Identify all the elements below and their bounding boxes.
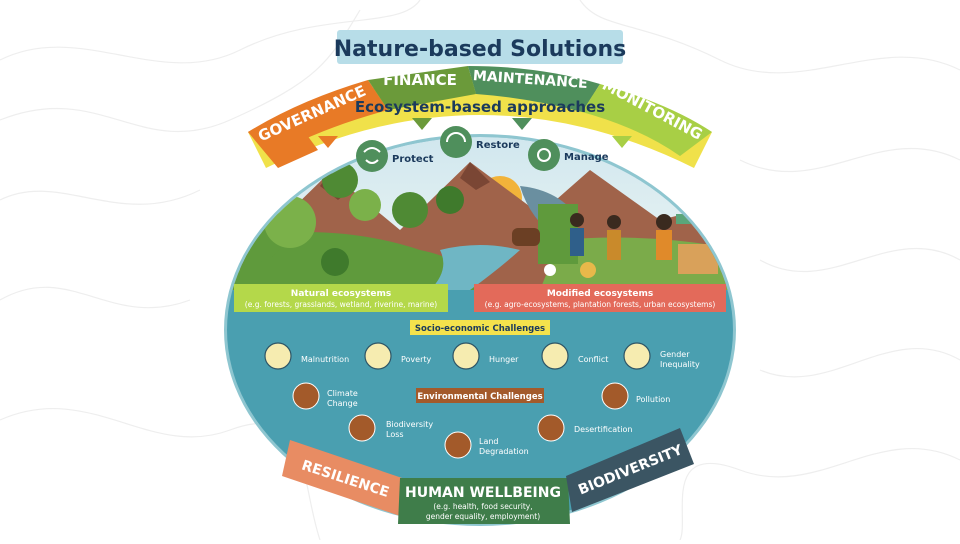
socio-economic-challenges-box (410, 320, 550, 335)
main-title: Nature-based Solutions (334, 37, 626, 62)
farmer (570, 228, 584, 256)
human-wellbeing-detail-1: (e.g. health, food security, (433, 502, 532, 511)
farmer (607, 215, 621, 229)
environmental-challenges-box (416, 388, 544, 403)
monitoring-band (582, 84, 712, 156)
produce (580, 262, 596, 278)
protect-icon (356, 140, 388, 172)
tree (349, 189, 381, 221)
land-degradation-icon (444, 431, 472, 459)
river (430, 245, 520, 290)
title-box (337, 30, 623, 64)
desertification-icon (537, 414, 565, 442)
gender-inequality-label-1: Gender (660, 350, 690, 359)
maintenance-band (468, 66, 600, 112)
shrub (321, 248, 349, 276)
manage-icon (528, 139, 560, 171)
natural-ecosystems-box (234, 284, 448, 312)
malnutrition-label: Malnutrition (301, 355, 349, 364)
biodiversity-loss-icon (348, 414, 376, 442)
hunger-label: Hunger (489, 355, 519, 364)
farmer (607, 230, 621, 260)
maintenance-label: MAINTENANCE (472, 68, 588, 92)
ecosystem-approaches-label: Ecosystem-based approaches (355, 98, 605, 116)
desertification-label: Desertification (574, 425, 632, 434)
governance-pointer (318, 136, 338, 148)
conflict-label: Conflict (578, 355, 608, 364)
farmer (656, 230, 672, 260)
finance-pointer (412, 118, 432, 130)
biodiversity-band (566, 428, 694, 512)
human-wellbeing-detail-2: gender equality, employment) (426, 512, 540, 521)
restore-label: Restore (476, 140, 520, 151)
tree (264, 196, 316, 248)
biodiversity-loss-label-1: Biodiversity (386, 420, 433, 429)
maintenance-pointer (512, 118, 532, 130)
governance-band (248, 80, 388, 146)
socio-economic-challenges-title: Socio-economic Challenges (415, 324, 545, 334)
climate-change-label-2: Change (327, 399, 358, 408)
malnutrition-icon (264, 342, 292, 370)
environmental-challenges-title: Environmental Challenges (417, 392, 542, 402)
cow (512, 228, 540, 246)
natural-ecosystems-detail: (e.g. forests, grasslands, wetland, rive… (245, 300, 437, 309)
land-degradation-label-1: Land (479, 437, 499, 446)
modified-ecosystems-title: Modified ecosystems (547, 289, 653, 299)
tree (436, 186, 464, 214)
resilience-band (282, 440, 408, 516)
poverty-icon (364, 342, 392, 370)
protect-label: Protect (392, 154, 434, 165)
land-degradation-label-2: Degradation (479, 447, 529, 456)
farmer (656, 214, 672, 230)
pollution-icon (601, 382, 629, 410)
natural-ecosystems-title: Natural ecosystems (291, 289, 391, 299)
finance-band (368, 66, 476, 110)
climate-change-label-1: Climate (327, 389, 358, 398)
gender-inequality-label-2: Inequality (660, 360, 700, 369)
hunger-icon (452, 342, 480, 370)
manage-label: Manage (564, 152, 609, 163)
poverty-label: Poverty (401, 355, 432, 364)
human-wellbeing-label: HUMAN WELLBEING (405, 485, 561, 501)
human-wellbeing-band (398, 478, 570, 524)
modified-ecosystems-detail: (e.g. agro-ecosystems, plantation forest… (485, 300, 716, 309)
pollution-label: Pollution (636, 395, 670, 404)
finance-label: FINANCE (383, 71, 457, 89)
conflict-icon (541, 342, 569, 370)
restore-icon (440, 126, 472, 158)
monitoring-pointer (612, 136, 632, 148)
gender-inequality-icon (623, 342, 651, 370)
modified-ecosystems-box (474, 284, 726, 312)
biodiversity-loss-label-2: Loss (386, 430, 404, 439)
climate-change-icon (292, 382, 320, 410)
farmer (570, 213, 584, 227)
chicken (544, 264, 556, 276)
tree (392, 192, 428, 228)
